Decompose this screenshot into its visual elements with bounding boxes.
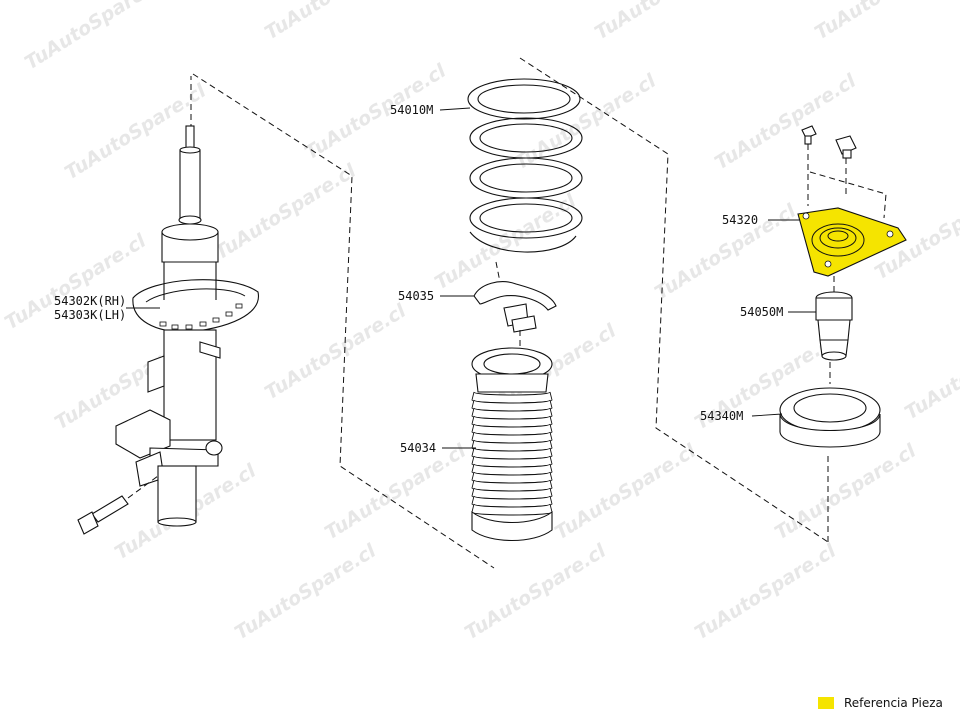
label-strut-lh: 54303K(LH) — [54, 308, 126, 322]
watermark-text: TuAutoSpare.cl — [711, 70, 860, 175]
watermark-text: TuAutoSpare.cl — [261, 300, 410, 405]
label-strut-mount: 54320 — [722, 213, 758, 227]
spring-seat — [473, 281, 557, 333]
watermark-text: TuAutoSpare.cl — [691, 540, 840, 645]
legend: Referencia Pieza — [818, 696, 943, 710]
label-strut-rh: 54302K(RH) — [54, 294, 126, 308]
label-mount-bearing: 54340M — [700, 409, 743, 423]
watermark-text: TuAutoSpare.cl — [901, 320, 960, 425]
strut-projection-line — [192, 73, 495, 569]
label-bump-stop: 54050M — [740, 305, 783, 319]
watermark-text: TuAutoSpare.cl — [261, 0, 410, 44]
watermark-text: TuAutoSpare.cl — [21, 0, 170, 74]
strut-lower-tube — [157, 465, 197, 523]
coil-spring — [467, 78, 583, 253]
watermark-text: TuAutoSpare.cl — [231, 540, 380, 645]
knuckle-bolt — [91, 495, 129, 523]
watermark-text: TuAutoSpare.cl — [591, 0, 740, 44]
mount-nut-right — [835, 135, 857, 159]
perch-holes — [159, 303, 243, 330]
dust-boot — [471, 347, 553, 542]
watermark-text: TuAutoSpare.cl — [321, 440, 470, 545]
mount-group — [779, 125, 907, 542]
mount-bolt-left — [801, 125, 817, 145]
bump-stop — [815, 291, 853, 361]
legend-swatch — [818, 697, 834, 709]
mount-bearing — [779, 387, 881, 448]
piston-rod — [179, 149, 201, 221]
callouts: 54302K(RH) 54303K(LH) 54010M 54035 54034… — [54, 103, 816, 455]
watermark-text: TuAutoSpare.cl — [211, 160, 360, 265]
watermark-text: TuAutoSpare.cl — [771, 440, 920, 545]
watermark-text: TuAutoSpare.cl — [551, 440, 700, 545]
watermark-text: TuAutoSpare.cl — [461, 540, 610, 645]
label-dust-boot: 54034 — [400, 441, 436, 455]
strut-mount-highlighted — [797, 207, 907, 277]
hose-bracket — [147, 355, 165, 393]
label-spring-seat: 54035 — [398, 289, 434, 303]
knuckle-nut — [205, 440, 223, 456]
label-coil-spring: 54010M — [390, 103, 433, 117]
legend-label: Referencia Pieza — [844, 696, 943, 710]
knuckle-bracket — [115, 409, 171, 459]
watermark-text: TuAutoSpare.cl — [811, 0, 960, 44]
spring-group — [467, 57, 829, 543]
spring-projection-line — [519, 57, 829, 543]
strut-assembly — [77, 73, 495, 569]
